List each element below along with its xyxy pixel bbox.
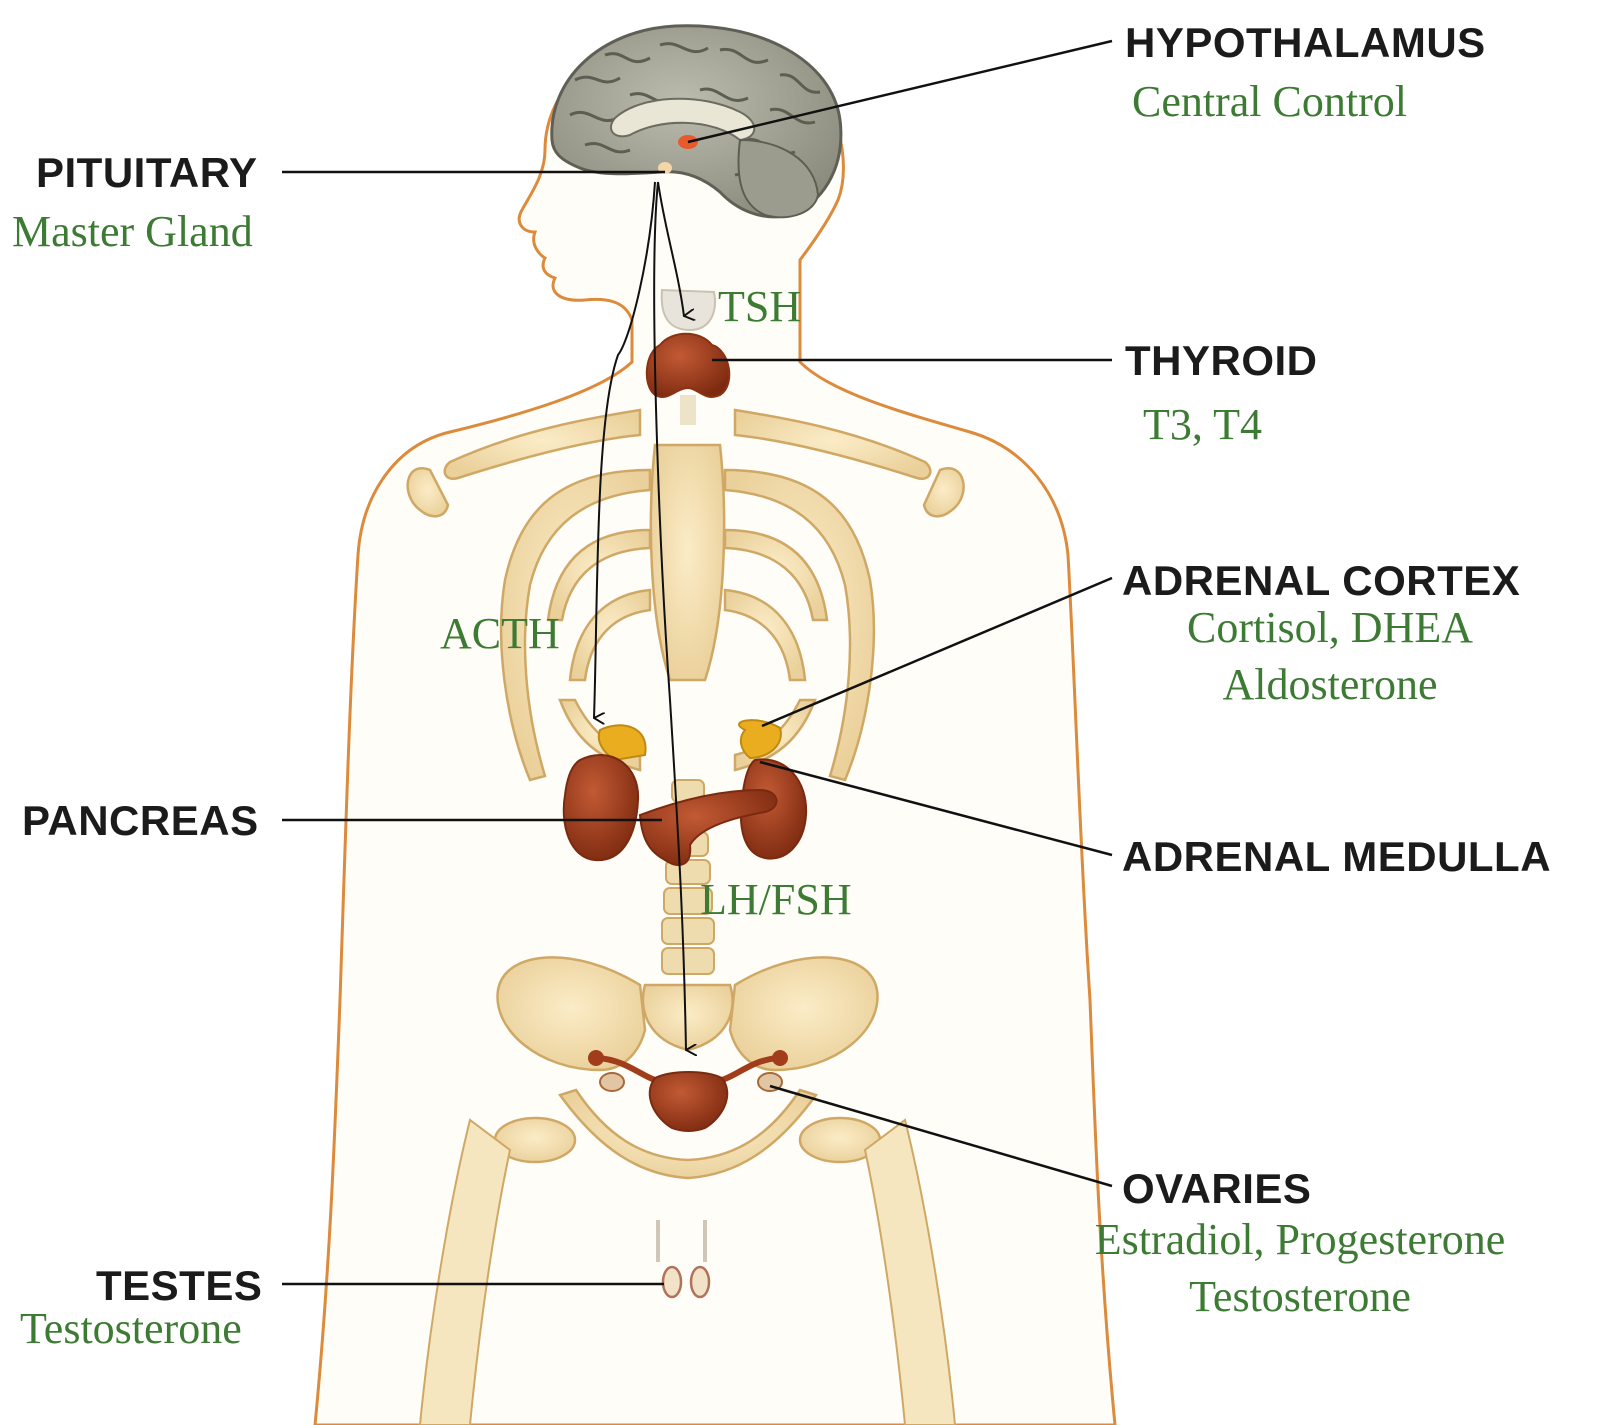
pituitary-hormone: Master Gland [12, 210, 253, 254]
adrenal-medulla-label: ADRENAL MEDULLA [1122, 836, 1551, 878]
body-outline [315, 37, 1115, 1425]
lh-fsh-label: LH/FSH [700, 878, 852, 922]
thyroid-hormone: T3, T4 [1143, 403, 1262, 447]
hypothalamus-hormone: Central Control [1132, 80, 1407, 124]
adrenal-cortex-label: ADRENAL CORTEX [1122, 560, 1520, 602]
testes-hormone: Testosterone [20, 1307, 242, 1351]
tsh-label: TSH [718, 285, 801, 329]
ovaries-hormone-1: Estradiol, Progesterone [1060, 1218, 1540, 1262]
ovaries-hormone-2: Testosterone [1060, 1275, 1540, 1319]
ovaries-label: OVARIES [1122, 1168, 1311, 1210]
adrenal-cortex-hormone-1: Cortisol, DHEA [1130, 606, 1530, 650]
pancreas-label: PANCREAS [22, 800, 259, 842]
testes-label: TESTES [96, 1265, 262, 1307]
adrenal-cortex-hormone-2: Aldosterone [1130, 663, 1530, 707]
acth-label: ACTH [440, 612, 560, 656]
hypothalamus-label: HYPOTHALAMUS [1125, 22, 1486, 64]
pituitary-label: PITUITARY [36, 152, 258, 194]
thyroid-label: THYROID [1125, 340, 1318, 382]
